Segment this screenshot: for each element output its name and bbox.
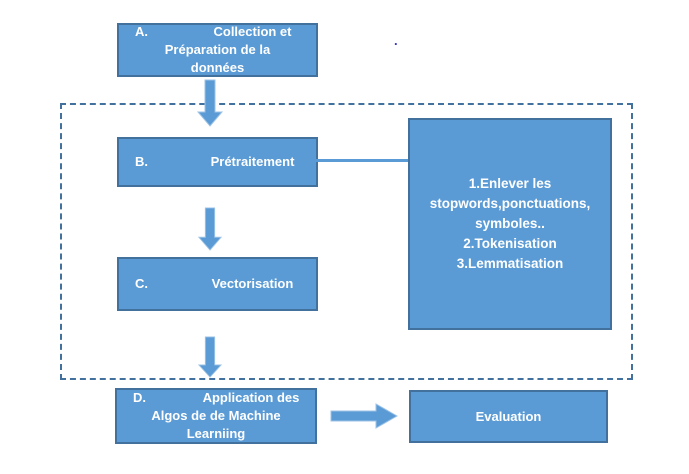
dashed-group-border (60, 103, 633, 380)
box-evaluation: Evaluation (409, 390, 608, 443)
box-title: Prétraitement (210, 154, 295, 169)
box-line: 3.Lemmatisation (456, 256, 564, 271)
box-title: Evaluation (475, 408, 542, 424)
box-collection-preparation: A. Collection et Préparation de la donné… (117, 23, 318, 77)
stray-period-mark: . (394, 33, 398, 48)
box-title: Vectorisation (211, 276, 294, 291)
box-preprocessing-details: 1.Enlever les stopwords,ponctuations, sy… (408, 118, 612, 330)
down-arrow-icon (197, 336, 223, 378)
box-title: Collection et (213, 24, 292, 39)
right-arrow-icon (330, 403, 398, 429)
box-line: A. Collection et (119, 23, 316, 41)
box-line: Préparation de la (164, 42, 271, 57)
step-label-d: D. (133, 390, 146, 405)
box-line: Learniing (186, 426, 246, 441)
box-line: stopwords,ponctuations, (429, 196, 591, 211)
step-label-a: A. (135, 24, 148, 39)
down-arrow-icon (197, 207, 223, 251)
box-line: données (190, 60, 245, 75)
box-line: 2.Tokenisation (463, 236, 557, 251)
box-vectorisation: C. Vectorisation (117, 257, 318, 311)
step-label-b: B. (135, 154, 148, 169)
box-line: D. Application des (117, 389, 315, 407)
box-line: B. Prétraitement (119, 153, 316, 171)
box-title: Application des (202, 390, 300, 405)
box-line: symboles.. (475, 216, 545, 231)
connector-line-pretraitement-to-details (316, 159, 410, 162)
down-arrow-icon (196, 79, 224, 127)
box-pretraitement: B. Prétraitement (117, 137, 318, 187)
box-line: 1.Enlever les (468, 176, 552, 191)
box-application-machine-learning: D. Application des Algos de de Machine L… (115, 388, 317, 444)
box-line: C. Vectorisation (119, 275, 316, 293)
step-label-c: C. (135, 276, 148, 291)
box-line: Algos de de Machine (151, 408, 281, 423)
